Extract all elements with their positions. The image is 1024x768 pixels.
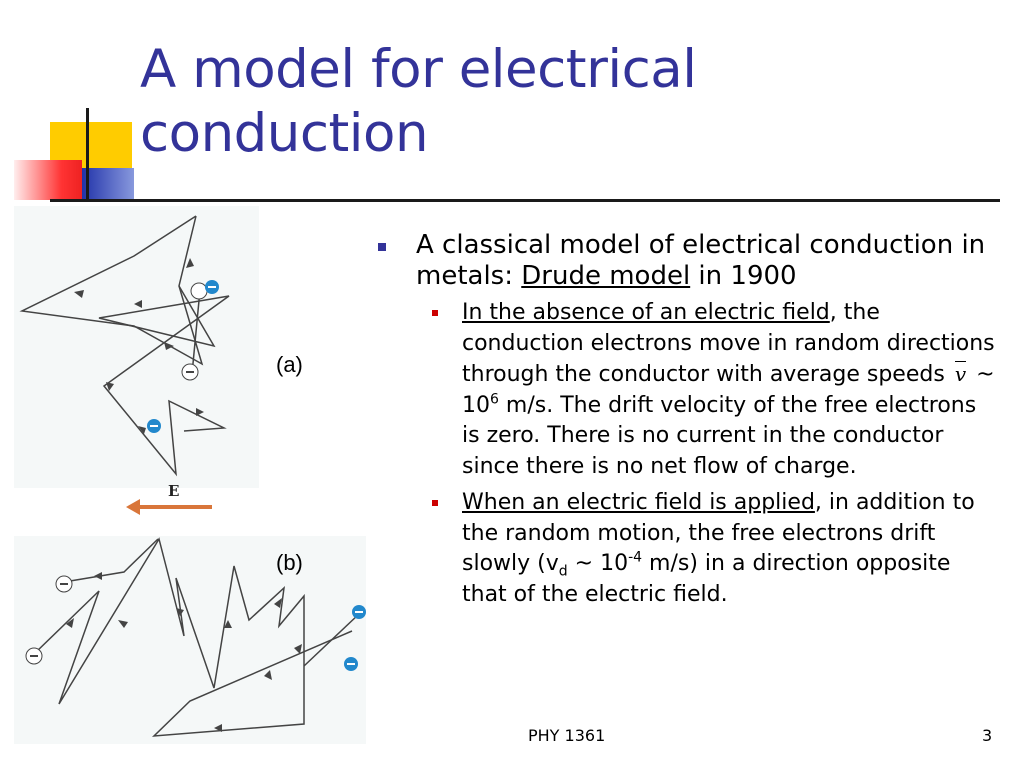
electron-icon <box>147 419 161 433</box>
bullet1-text: A classical model of electrical conducti… <box>416 230 986 291</box>
slide-title: A model for electrical conduction <box>140 38 1000 166</box>
deco-red-block <box>14 160 82 200</box>
no-field-heading: In the absence of an electric field <box>462 300 830 325</box>
electron-icon <box>352 605 366 619</box>
bullet-square-icon <box>378 243 386 251</box>
deco-vertical-line <box>86 108 89 200</box>
sub1-text-c: m/s. The drift velocity of the free elec… <box>462 392 977 479</box>
footer-course: PHY 1361 <box>528 726 606 745</box>
sub2-exponent: -4 <box>628 549 643 566</box>
sub1-text-b: ~ 10 <box>462 362 995 418</box>
figure-random-motion <box>14 206 259 488</box>
figure-label-a: (a) <box>276 352 303 377</box>
title-line-1: A model for electrical <box>140 39 697 100</box>
slide-body: A classical model of electrical conducti… <box>378 230 998 610</box>
drift-path-b3 <box>303 613 360 667</box>
sub1-exponent: 6 <box>490 391 499 408</box>
drift-path-b <box>33 537 353 737</box>
drude-model-link[interactable]: Drude model <box>521 261 691 291</box>
figure-label-b: (b) <box>276 550 303 575</box>
subbullet-field-applied: When an electric field is applied, in ad… <box>378 488 998 610</box>
title-rule <box>50 199 1000 202</box>
electron-icon <box>344 657 358 671</box>
sub2-text-c: m/s) in a direction opposite that of the… <box>462 551 951 607</box>
sub2-text-b: ~ 10 <box>567 551 629 576</box>
drift-path-b2 <box>63 538 159 583</box>
sub2-text-a: , in addition to the random motion, the … <box>462 490 975 576</box>
electron-icon <box>190 280 219 300</box>
electron-icon <box>181 363 199 381</box>
drift-subscript: d <box>558 563 568 580</box>
subbullet-no-field: In the absence of an electric field, the… <box>378 298 998 482</box>
field-label: E <box>168 482 179 500</box>
subbullet-square-icon <box>432 500 438 506</box>
average-speed-symbol: v <box>952 359 969 390</box>
title-line-2: conduction <box>140 103 429 164</box>
arrowheads-b <box>66 572 302 732</box>
electron-icon <box>25 647 43 665</box>
deco-blue-block <box>82 168 134 200</box>
bullet-drude-model: A classical model of electrical conducti… <box>378 230 998 292</box>
random-path-a2 <box>98 285 230 477</box>
figure-drift-motion <box>14 536 366 744</box>
sub1-text-a: , the conduction electrons move in rando… <box>462 300 995 387</box>
bullet1-text-end: in 1900 <box>690 261 797 291</box>
electron-icon <box>55 575 73 593</box>
arrowheads-a <box>74 258 204 434</box>
field-arrow-icon: E <box>126 482 212 515</box>
subbullet-square-icon <box>432 310 438 316</box>
footer-page-number: 3 <box>982 726 993 745</box>
field-applied-heading: When an electric field is applied <box>462 490 815 515</box>
